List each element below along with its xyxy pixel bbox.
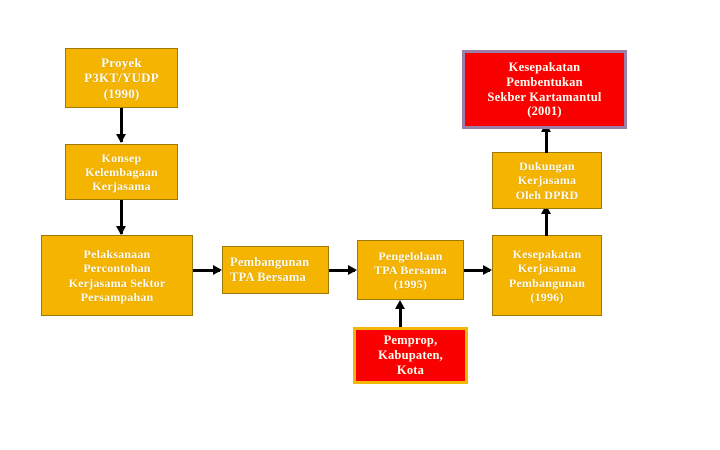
- node-line: (1995): [393, 277, 428, 292]
- node-line: (1990): [103, 85, 140, 101]
- arrowhead-up-icon: [541, 205, 551, 214]
- connector-pemprop-to-pengelolaan: [399, 308, 402, 330]
- node-line: Kesepakatan: [512, 247, 582, 262]
- node-line: Kabupaten,: [378, 348, 443, 363]
- arrowhead-down-icon: [116, 134, 126, 143]
- node-proyek-p3kt-yudp[interactable]: Proyek P3KT/YUDP (1990): [65, 48, 178, 108]
- node-line: Pengelolaan: [378, 248, 443, 263]
- node-pelaksanaan-percontohan[interactable]: Pelaksanaan Percontohan Kerjasama Sektor…: [41, 235, 193, 316]
- node-kesepakatan-kerjasama-pembangunan[interactable]: Kesepakatan Kerjasama Pembangunan (1996): [492, 235, 602, 316]
- node-line: Kerjasama Sektor: [68, 275, 166, 290]
- node-line: Pelaksanaan: [83, 247, 151, 262]
- node-line: TPA Bersama: [230, 270, 306, 284]
- node-line: Pembangunan: [508, 275, 586, 290]
- node-line: Kota: [396, 362, 425, 377]
- node-line: Oleh DPRD: [515, 187, 579, 202]
- connector-kesepakatan-to-dukungan: [545, 213, 548, 236]
- arrowhead-right-icon: [213, 265, 222, 275]
- node-line: Persampahan: [80, 289, 154, 304]
- connector-pembangunan-to-pengelolaan: [329, 269, 355, 272]
- node-line: P3KT/YUDP: [84, 70, 159, 86]
- connector-pengelolaan-to-kesepakatan: [464, 269, 490, 272]
- connector-pelaksanaan-to-pembangunan: [193, 269, 220, 272]
- node-kesepakatan-pembentukan-sekber[interactable]: Kesepakatan Pembentukan Sekber Kartamant…: [462, 50, 627, 129]
- node-pengelolaan-tpa-bersama[interactable]: Pengelolaan TPA Bersama (1995): [357, 240, 464, 300]
- arrowhead-down-icon: [116, 226, 126, 235]
- node-line: Kerjasama: [517, 261, 577, 276]
- connector-proyek-to-konsep: [120, 108, 123, 142]
- node-pembangunan-tpa-bersama[interactable]: Pembangunan TPA Bersama: [222, 246, 329, 294]
- node-line: Kerjasama: [92, 179, 151, 194]
- node-dukungan-kerjasama-dprd[interactable]: Dukungan Kerjasama Oleh DPRD: [492, 152, 602, 209]
- node-line: Kesepakatan: [508, 60, 581, 74]
- arrowhead-right-icon: [483, 265, 492, 275]
- node-line: Pembangunan: [230, 255, 310, 270]
- node-line: Kerjasama: [517, 173, 577, 188]
- node-line: Proyek: [101, 55, 142, 70]
- node-line: Percontohan: [83, 261, 151, 276]
- node-line: Pemprop,: [383, 333, 438, 348]
- arrowhead-right-icon: [348, 265, 357, 275]
- node-line: Konsep: [101, 150, 142, 165]
- connector-konsep-to-pelaksanaan: [120, 200, 123, 234]
- node-line: Sekber Kartamantul: [487, 89, 602, 104]
- node-pemprop-kabupaten-kota[interactable]: Pemprop, Kabupaten, Kota: [353, 327, 468, 384]
- node-line: Dukungan: [519, 159, 575, 174]
- node-line: TPA Bersama: [374, 262, 447, 277]
- connector-dukungan-to-sekber: [545, 131, 548, 153]
- node-line: (2001): [527, 104, 562, 119]
- node-line: Pembentukan: [506, 74, 583, 89]
- node-konsep-kelembagaan-kerjasama[interactable]: Konsep Kelembagaan Kerjasama: [65, 144, 178, 200]
- arrowhead-up-icon: [395, 300, 405, 309]
- node-line: (1996): [530, 289, 564, 304]
- node-line: Kelembagaan: [85, 164, 158, 179]
